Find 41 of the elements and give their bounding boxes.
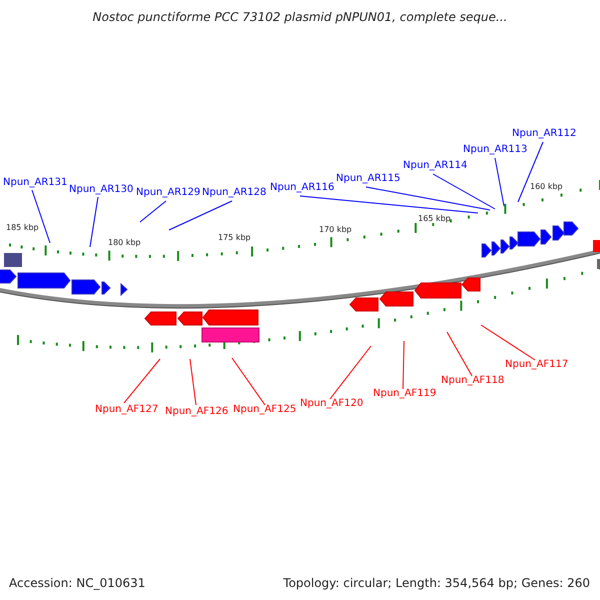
gene-label: Npun_AF119 xyxy=(373,389,436,399)
gene-label: Npun_AR130 xyxy=(69,185,134,195)
leader-line xyxy=(518,142,544,202)
leader-line xyxy=(432,174,496,210)
tick-label: 165 kbp xyxy=(418,215,451,223)
leader-line xyxy=(446,332,472,376)
leader-line xyxy=(300,196,478,214)
tick-label: 160 kbp xyxy=(530,183,563,191)
gene-label: Npun_AR128 xyxy=(202,188,266,198)
leader-line xyxy=(140,200,166,222)
gene-label: Npun_AF125 xyxy=(233,405,296,415)
tick-label: 175 kbp xyxy=(218,234,251,242)
gene-label: Npun_AF118 xyxy=(441,376,504,386)
topology-text: Topology: circular; Length: 354,564 bp; Genes: 260 xyxy=(283,577,590,589)
gene-label: Npun_AR131 xyxy=(3,178,68,188)
gene-label: Npun_AR112 xyxy=(512,129,576,139)
gene-label: Npun_AR114 xyxy=(403,161,468,171)
gene-label: Npun_AF126 xyxy=(165,407,228,417)
tick-label: 180 kbp xyxy=(108,239,141,247)
leader-line xyxy=(480,324,536,360)
gene-label: Npun_AR113 xyxy=(463,145,528,155)
gene-label: Npun_AF127 xyxy=(95,405,158,415)
leader-line xyxy=(366,186,490,210)
gene-label: Npun_AR116 xyxy=(270,183,334,193)
leader-line xyxy=(90,196,98,248)
leader-line xyxy=(232,358,266,406)
leader-line xyxy=(124,358,160,404)
gene-label: Npun_AF120 xyxy=(300,399,364,409)
leader-line xyxy=(32,190,50,244)
leader-line xyxy=(168,200,232,230)
leader-line xyxy=(190,358,196,406)
gene-label: Npun_AF117 xyxy=(505,360,568,370)
accession-text: Accession: NC_010631 xyxy=(9,577,146,589)
gene-label: Npun_AR115 xyxy=(336,174,400,184)
title: Nostoc punctiforme PCC 73102 plasmid pNPUN01, complete seque... xyxy=(92,11,508,23)
leader-line xyxy=(330,346,372,400)
gene-label: Npun_AR129 xyxy=(136,188,200,198)
tick-label: 170 kbp xyxy=(319,226,352,234)
tick-label: 185 kbp xyxy=(6,224,39,232)
leader-line xyxy=(402,340,404,390)
leader-line xyxy=(494,158,504,206)
